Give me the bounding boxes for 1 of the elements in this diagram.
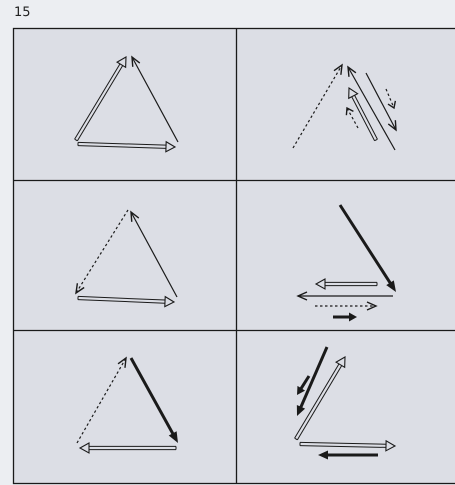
figure-number: 15 — [14, 5, 31, 20]
